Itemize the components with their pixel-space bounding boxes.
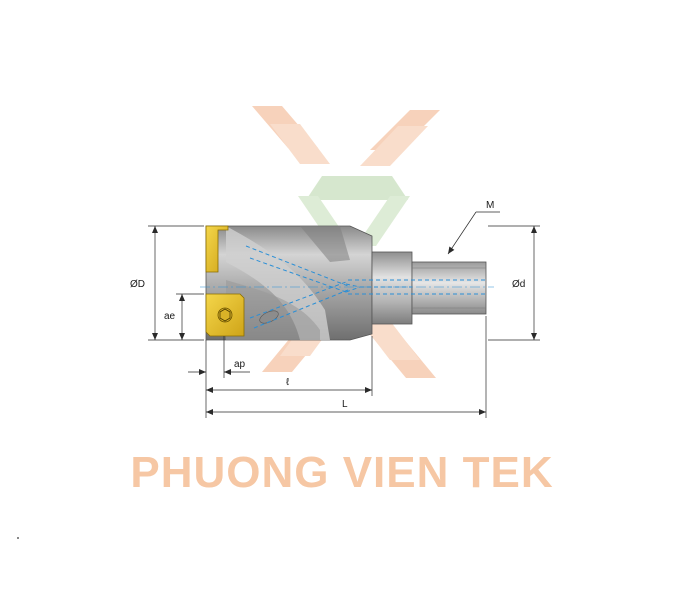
stray-dot (17, 537, 19, 539)
dimension-lines (148, 211, 540, 418)
label-head-length: ℓ (286, 377, 290, 388)
label-ap: ap (234, 359, 246, 370)
label-outer-diameter: ØD (130, 279, 145, 290)
watermark-logo (252, 106, 440, 378)
coolant-channels (245, 245, 486, 329)
label-ae: ae (164, 311, 176, 322)
label-total-length: L (342, 399, 348, 410)
label-shank-diameter: Ød (512, 279, 525, 290)
tool-body (205, 225, 487, 341)
cutting-insert-bottom (205, 293, 245, 337)
watermark-text: PHUONG VIEN TEK (130, 448, 553, 497)
cutting-insert-top (205, 225, 229, 273)
label-thread-m: M (486, 200, 494, 211)
